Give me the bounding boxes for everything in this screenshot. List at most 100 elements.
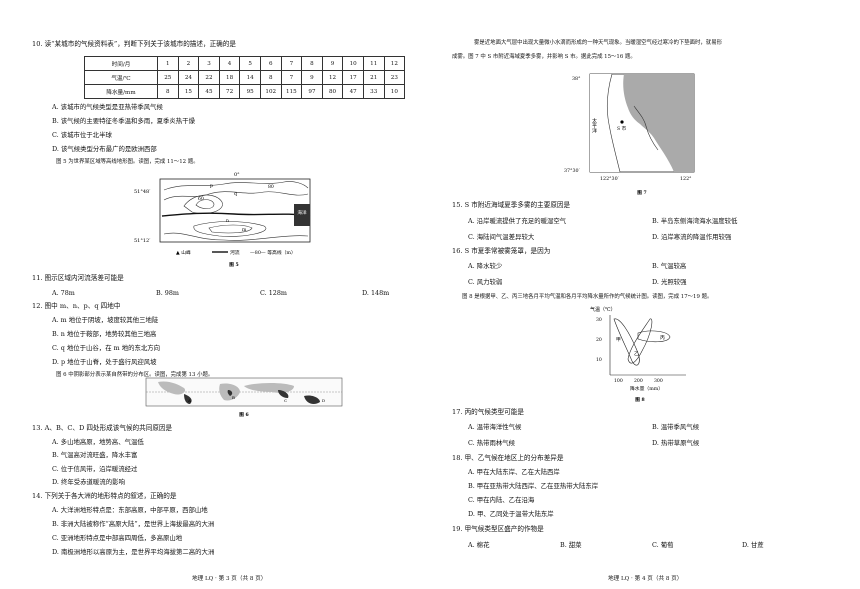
fig8-label-yi: 乙: [634, 350, 639, 357]
table-cell: 45: [198, 84, 220, 99]
fig8-climate-chart: 气温（℃） 30 20 10 100 200 300 降水量（mm） 甲 乙 丙…: [590, 306, 686, 403]
table-cell: 10: [383, 84, 406, 99]
q10-option-d[interactable]: D. 该气候类型分布最广的是欧洲西部: [52, 145, 157, 153]
fig6-label-b: B: [232, 395, 235, 400]
fig7-coast-map: S 市 太平洋 38° 37°30′ 122°30′ 122° 图 7: [564, 73, 695, 196]
fig8-ytick-20: 20: [596, 337, 602, 343]
table-cell: 15: [177, 84, 200, 99]
page-footer-3: 地理 LQ · 第 3 页（共 8 页）: [192, 576, 267, 582]
q11-option-a[interactable]: A. 78m: [52, 289, 75, 297]
q17-option-a[interactable]: A. 温带海洋性气候: [468, 423, 522, 431]
q19-stem: 19. 甲气候类型区盛产的作物是: [452, 525, 544, 533]
q17-option-c[interactable]: C. 热带雨林气候: [468, 439, 516, 447]
q13-option-c[interactable]: C. 位于信风带，沿岸暖流经过: [52, 465, 138, 473]
fig5-legend-river: 河流: [230, 249, 240, 256]
table-cell: 9: [321, 56, 344, 71]
q14-option-d[interactable]: D. 南极洲地形以高原为主，是世界平均海拔第二高的大洲: [52, 548, 215, 556]
fig6-label-a: A: [187, 398, 191, 403]
q13-option-b[interactable]: B. 气温高对流旺盛，降水丰富: [52, 451, 138, 459]
q14-option-a[interactable]: A. 大洋洲地形特点是：东部高原，中部平原，西部山地: [52, 506, 208, 514]
climate-table: 时间/月 1 2 3 4 5 6 7 8 9 10 11 12 气温/℃ 25 …: [84, 56, 406, 99]
q10-option-a[interactable]: A. 该城市的气候类型是亚热带季风气候: [52, 103, 163, 111]
q16-option-c[interactable]: C. 风力较弱: [468, 278, 503, 286]
table-cell: 时间/月: [84, 56, 158, 71]
left-page: 10. 读“某城市的气候资料表”，判断下列关于该城市的描述，正确的是 时间/月 …: [26, 0, 418, 589]
fig8-series-jia: [613, 318, 640, 366]
table-cell: 8: [259, 70, 282, 85]
fig8-ytick-10: 10: [596, 357, 602, 363]
q12-stem: 12. 图中 m、n、p、q 四地中: [32, 302, 121, 310]
fig5-lon-label: 0°: [234, 172, 240, 178]
table-row: 时间/月 1 2 3 4 5 6 7 8 9 10 11 12: [84, 56, 406, 71]
fig5-point-m: m: [242, 228, 247, 233]
q10-option-b[interactable]: B. 该气候的主要特征冬季温和多雨，夏季炎热干燥: [52, 117, 195, 125]
fig6-caption: 图 6: [239, 411, 248, 418]
q10-stem: 10. 读“某城市的气候资料表”，判断下列关于该城市的描述，正确的是: [32, 40, 236, 48]
q16-option-a[interactable]: A. 降水较少: [468, 262, 503, 270]
table-cell: 1: [157, 56, 179, 71]
q15-option-c[interactable]: C. 海陆间气温差异较大: [468, 233, 535, 241]
q13-option-a[interactable]: A. 多山地高原，地势高、气温低: [52, 438, 144, 446]
q12-option-d[interactable]: D. p 地位于山脊，处于盛行风迎风坡: [52, 358, 157, 366]
fig7-intro-line1: 雾是近地面大气层中出现大量微小水滴而形成的一种天气现象。当暖湿空气经过寒冷的下垫…: [474, 40, 722, 46]
table-cell: 7: [280, 56, 303, 71]
q18-option-c[interactable]: C. 甲在内陆、乙在沿海: [468, 496, 535, 504]
table-cell: 17: [342, 70, 364, 85]
fig8-xtick-200: 200: [634, 378, 643, 384]
table-cell: 3: [198, 56, 220, 71]
q14-option-c[interactable]: C. 亚洲地形特点是中部高四周低，多高原山地: [52, 534, 183, 542]
q16-option-b[interactable]: B. 气温较高: [652, 262, 687, 270]
table-cell: 115: [280, 84, 303, 99]
q18-option-a[interactable]: A. 甲在大陆东岸、乙在大陆西岸: [468, 468, 560, 476]
table-cell: 降水量/mm: [84, 84, 158, 99]
q15-option-d[interactable]: D. 沿岸寒流的降温作用较强: [652, 233, 732, 241]
table-cell: 10: [342, 56, 364, 71]
fig5-caption: 图 5: [229, 261, 238, 268]
q17-option-d[interactable]: D. 热带草原气候: [652, 439, 700, 447]
fig8-series-bing: [637, 330, 671, 343]
q19-option-c[interactable]: C. 葡萄: [652, 541, 674, 549]
table-cell: 102: [259, 84, 282, 99]
table-cell: 25: [157, 70, 179, 85]
q12-option-c[interactable]: C. q 地位于山谷，在 m 地的东北方向: [52, 344, 161, 352]
q15-option-a[interactable]: A. 沿岸暖流提供了充足的暖湿空气: [468, 217, 567, 225]
q17-option-b[interactable]: B. 温带季风气候: [652, 423, 700, 431]
table-cell: 24: [177, 70, 200, 85]
q18-option-b[interactable]: B. 甲在亚热带大陆西岸、乙在亚热带大陆东岸: [468, 482, 599, 490]
q13-option-d[interactable]: D. 终年受赤道暖流的影响: [52, 478, 125, 486]
q12-option-b[interactable]: B. n 地位于鞍部，地势较其他三地高: [52, 330, 157, 338]
table-cell: 气温/℃: [84, 70, 158, 85]
table-cell: 97: [301, 84, 323, 99]
table-cell: 9: [301, 70, 323, 85]
fig7-ocean-label: 太平洋: [591, 117, 597, 134]
q19-option-b[interactable]: B. 甜菜: [560, 541, 582, 549]
fig8-y-axis-label: 气温（℃）: [590, 306, 616, 313]
table-cell: 5: [239, 56, 261, 71]
q19-option-d[interactable]: D. 甘蔗: [742, 541, 764, 549]
page-footer-4: 地理 LQ · 第 4 页（共 8 页）: [608, 576, 683, 582]
q15-option-b[interactable]: B. 半岛东侧海湾海水温度较低: [652, 217, 738, 225]
fig5-lat-top: 51°48′: [134, 189, 151, 195]
q12-option-a[interactable]: A. m 地位于阴坡，坡度较其他三地陡: [52, 316, 159, 324]
table-cell: 8: [157, 84, 179, 99]
q11-option-b[interactable]: B. 98m: [156, 289, 179, 297]
q18-stem: 18. 甲、乙气候在地区上的分布差异是: [452, 454, 564, 462]
table-cell: 18: [218, 70, 241, 85]
fig7-city-label: S 市: [617, 125, 627, 132]
fig7-lat-bottom: 37°30′: [564, 168, 580, 174]
table-cell: 8: [301, 56, 323, 71]
q11-option-d[interactable]: D. 148m: [362, 289, 390, 297]
q16-option-d[interactable]: D. 光照较强: [652, 278, 687, 286]
q11-option-c[interactable]: C. 128m: [260, 289, 287, 297]
q19-option-a[interactable]: A. 棉花: [468, 541, 490, 549]
q17-stem: 17. 丙的气候类型可能是: [452, 408, 524, 416]
fig6-label-c: C: [284, 398, 287, 403]
q18-option-d[interactable]: D. 甲、乙同处于温带大陆东岸: [468, 510, 554, 518]
table-cell: 6: [259, 56, 282, 71]
fig5-point-p: p: [210, 184, 213, 189]
table-cell: 21: [362, 70, 385, 85]
fig6-world-map: A B C D 图 6: [145, 377, 343, 418]
fig7-lon-right: 122°: [680, 176, 692, 182]
q14-option-b[interactable]: B. 非洲大陆被称作“高原大陆”，是世界上海拔最高的大洲: [52, 520, 215, 528]
q10-option-c[interactable]: C. 该城市位于北半球: [52, 131, 112, 139]
